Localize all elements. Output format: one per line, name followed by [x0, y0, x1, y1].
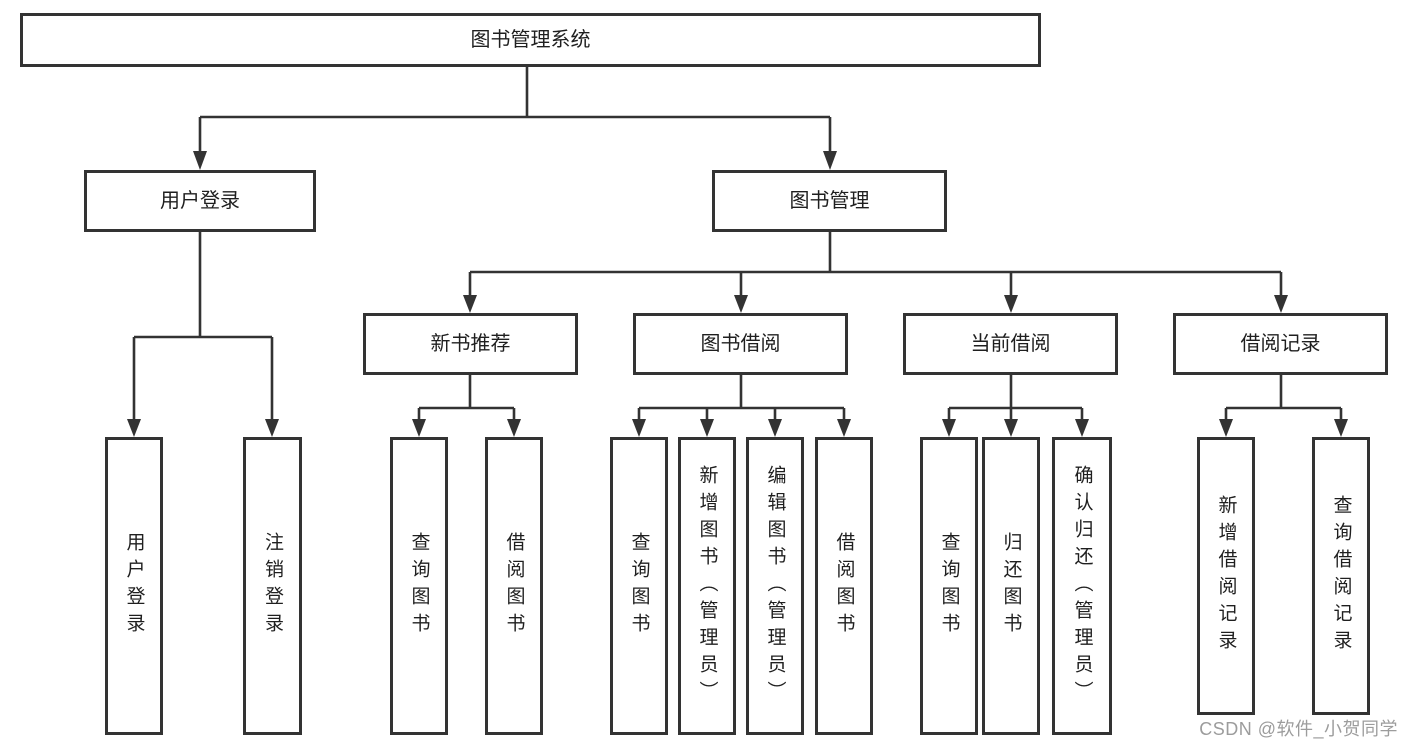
- node-label: 确认归还（管理员）: [1071, 464, 1093, 708]
- node-library-management-system: 图书管理系统: [20, 13, 1041, 67]
- node-current-borrowing: 当前借阅: [903, 313, 1118, 375]
- node-label: 查询图书: [938, 532, 960, 640]
- leaf-query-borrow-record: 查询借阅记录: [1312, 437, 1370, 715]
- leaf-return-books: 归还图书: [982, 437, 1040, 735]
- node-label: 注销登录: [262, 532, 283, 640]
- leaf-logout: 注销登录: [243, 437, 302, 735]
- leaf-add-books-admin: 新增图书（管理员）: [678, 437, 736, 735]
- node-label: 新增图书（管理员）: [696, 464, 718, 708]
- node-new-book-recommend: 新书推荐: [363, 313, 578, 375]
- node-label: 图书管理系统: [470, 29, 591, 51]
- node-user-login: 用户登录: [84, 170, 316, 232]
- connector-lines: [132, 67, 1343, 422]
- node-label: 当前借阅: [970, 333, 1051, 355]
- node-label: 查询图书: [628, 532, 650, 640]
- node-label: 查询借阅记录: [1330, 495, 1352, 657]
- leaf-add-borrow-record: 新增借阅记录: [1197, 437, 1255, 715]
- node-label: 新书推荐: [430, 333, 511, 355]
- leaf-user-login: 用户登录: [105, 437, 163, 735]
- node-label: 借阅图书: [503, 532, 525, 640]
- node-book-management: 图书管理: [712, 170, 947, 232]
- node-label: 编辑图书（管理员）: [764, 464, 786, 708]
- node-label: 借阅图书: [833, 532, 855, 640]
- node-label: 图书管理: [789, 190, 870, 212]
- leaf-query-books-borrowing: 查询图书: [610, 437, 668, 735]
- leaf-borrow-books-borrowing: 借阅图书: [815, 437, 873, 735]
- leaf-edit-books-admin: 编辑图书（管理员）: [746, 437, 804, 735]
- node-label: 查询图书: [408, 532, 430, 640]
- node-label: 用户登录: [123, 532, 145, 640]
- arrowheads: [127, 151, 1348, 437]
- leaf-borrow-books-recommend: 借阅图书: [485, 437, 543, 735]
- leaf-query-books-current: 查询图书: [920, 437, 978, 735]
- node-label: 借阅记录: [1240, 333, 1321, 355]
- csdn-watermark: CSDN @软件_小贺同学: [1199, 719, 1398, 739]
- node-label: 新增借阅记录: [1215, 495, 1237, 657]
- node-borrowing-records: 借阅记录: [1173, 313, 1388, 375]
- node-label: 用户登录: [160, 190, 240, 212]
- leaf-query-books-recommend: 查询图书: [390, 437, 448, 735]
- leaf-confirm-return-admin: 确认归还（管理员）: [1052, 437, 1112, 735]
- node-label: 归还图书: [1000, 532, 1022, 640]
- node-label: 图书借阅: [700, 333, 781, 355]
- node-book-borrowing: 图书借阅: [633, 313, 848, 375]
